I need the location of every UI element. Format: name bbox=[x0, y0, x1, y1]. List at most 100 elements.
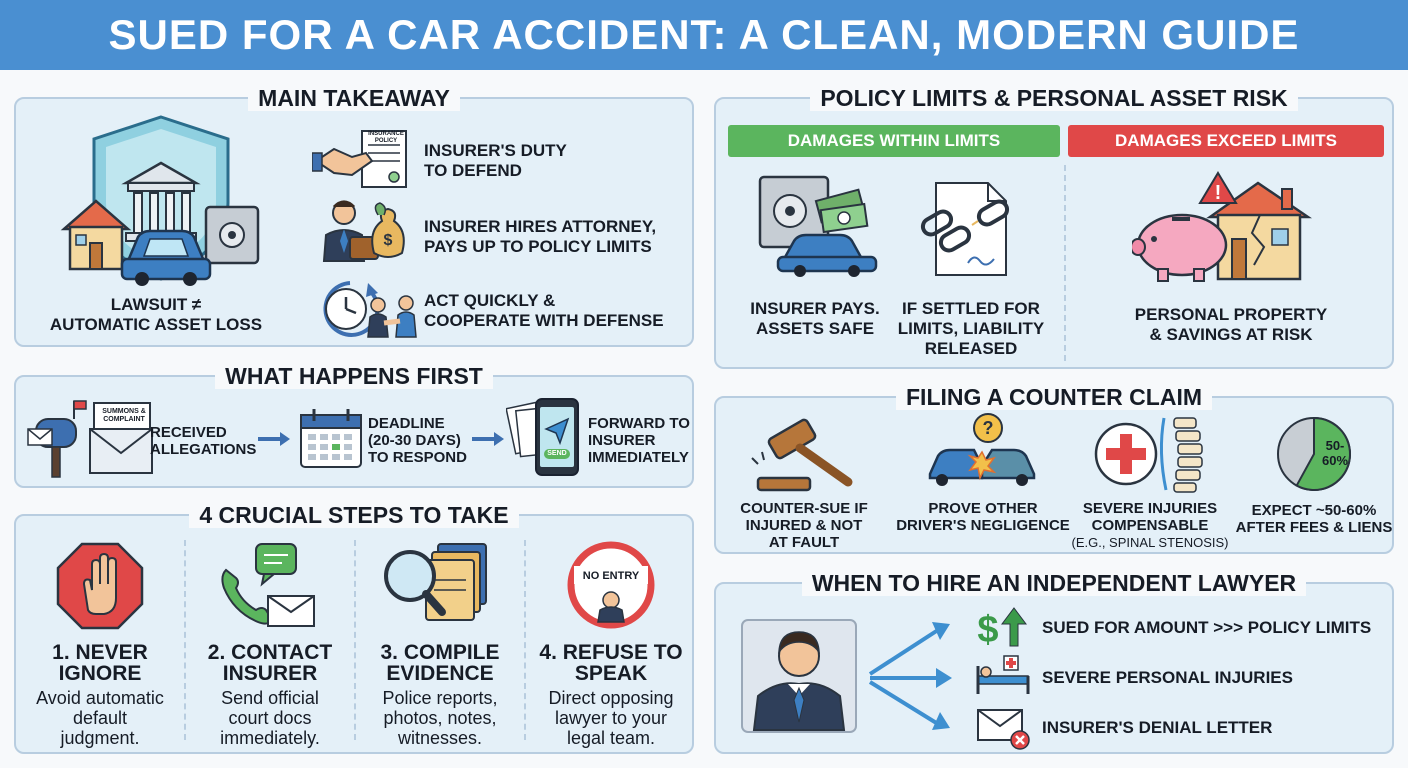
settled-caption: IF SETTLED FOR LIMITS, LIABILITY RELEASE… bbox=[896, 299, 1046, 359]
phone-send-icon bbox=[506, 398, 579, 476]
takeaway-point-3-line1: ACT QUICKLY & bbox=[424, 291, 556, 310]
step-received: RECEIVED ALLEGATIONS bbox=[150, 424, 256, 458]
broken-chain-document-icon bbox=[920, 182, 1010, 276]
expect-line2: AFTER FEES & LIENS bbox=[1235, 519, 1393, 536]
what-happens-first-title: WHAT HAPPENS FIRST bbox=[215, 363, 493, 389]
counter-sue-line2: INJURED & NOT bbox=[745, 517, 863, 534]
shield-assets-icon bbox=[60, 115, 260, 286]
independent-lawyer-title-wrap: WHEN TO HIRE AN INDEPENDENT LAWYER bbox=[716, 570, 1392, 597]
main-takeaway-title-wrap: MAIN TAKEAWAY bbox=[16, 85, 692, 112]
takeaway-point-3: ACT QUICKLY & COOPERATE WITH DEFENSE bbox=[424, 291, 664, 331]
svg-text:$: $ bbox=[977, 609, 998, 650]
step-divider bbox=[184, 540, 186, 740]
handshake-policy-icon bbox=[312, 130, 407, 188]
lawyer-reason-3: INSURER'S DENIAL LETTER bbox=[1042, 718, 1273, 737]
car-crash-icon: ? bbox=[928, 413, 1036, 486]
damages-exceed-limits-header: DAMAGES EXCEED LIMITS bbox=[1068, 125, 1384, 157]
arrows-fan-icon bbox=[868, 622, 952, 730]
step-divider bbox=[354, 540, 356, 740]
policy-limits-title-wrap: POLICY LIMITS & PERSONAL ASSET RISK bbox=[716, 85, 1392, 112]
insurer-pays-line2: ASSETS SAFE bbox=[755, 319, 875, 338]
step-2-desc: Send official court docs immediately. bbox=[186, 688, 354, 748]
arrow-right-icon bbox=[472, 432, 504, 446]
severe-injuries-line2: COMPENSABLE bbox=[1091, 517, 1209, 534]
personal-property-line1: PERSONAL PROPERTY bbox=[1134, 305, 1328, 324]
insurer-pays-caption: INSURER PAYS. ASSETS SAFE bbox=[730, 299, 900, 339]
severe-injuries-line3: (E.G., SPINAL STENOSIS) bbox=[1071, 535, 1229, 550]
medical-spine-icon bbox=[1094, 417, 1203, 493]
step-received-line1: RECEIVED bbox=[150, 424, 227, 441]
prove-negligence-line2: DRIVER'S NEGLIGENCE bbox=[896, 517, 1070, 534]
takeaway-point-2: INSURER HIRES ATTORNEY, PAYS UP TO POLIC… bbox=[424, 217, 656, 257]
pie-label-line2: 60% bbox=[1321, 453, 1349, 468]
summons-label-line2: COMPLAINT bbox=[103, 416, 145, 423]
counter-claim-title-wrap: FILING A COUNTER CLAIM bbox=[716, 384, 1392, 411]
step-1-title-line2: IGNORE bbox=[58, 662, 142, 685]
svg-text:$: $ bbox=[384, 232, 393, 249]
counter-claim-panel: FILING A COUNTER CLAIM COUNTER-SUE IF IN… bbox=[714, 384, 1394, 554]
attorney-money-icon: $ bbox=[322, 200, 405, 262]
step-2-desc-line1: Send official bbox=[221, 688, 319, 708]
settled-line3: RELEASED bbox=[924, 339, 1018, 358]
insurer-pays-line1: INSURER PAYS. bbox=[750, 299, 880, 318]
step-1-desc: Avoid automatic default judgment. bbox=[16, 688, 184, 748]
step-3-desc-line1: Police reports, bbox=[382, 688, 498, 708]
lawyer-avatar-icon bbox=[741, 619, 857, 733]
step-1-desc-line1: Avoid automatic bbox=[36, 688, 164, 708]
takeaway-point-1: INSURER'S DUTY TO DEFEND bbox=[424, 141, 567, 181]
takeaway-caption-line2: AUTOMATIC ASSET LOSS bbox=[49, 315, 263, 334]
no-entry-icon bbox=[567, 541, 655, 629]
policy-limits-panel: POLICY LIMITS & PERSONAL ASSET RISK DAMA… bbox=[714, 85, 1394, 369]
gavel-icon bbox=[751, 418, 853, 492]
counter-claim-title: FILING A COUNTER CLAIM bbox=[896, 384, 1212, 410]
independent-lawyer-title: WHEN TO HIRE AN INDEPENDENT LAWYER bbox=[801, 570, 1307, 596]
mailbox-summons-icon bbox=[27, 400, 153, 478]
personal-property-caption: PERSONAL PROPERTY & SAVINGS AT RISK bbox=[1096, 305, 1366, 345]
prove-negligence-caption: PROVE OTHER DRIVER'S NEGLIGENCE bbox=[884, 500, 1082, 534]
hospital-bed-icon bbox=[976, 655, 1030, 694]
policy-limits-title: POLICY LIMITS & PERSONAL ASSET RISK bbox=[810, 85, 1298, 111]
step-2-title-line1: 2. CONTACT bbox=[207, 641, 333, 664]
independent-lawyer-panel: WHEN TO HIRE AN INDEPENDENT LAWYER $ SUE… bbox=[714, 570, 1394, 754]
step-3-title: 3. COMPILE EVIDENCE bbox=[356, 642, 524, 684]
step-forward-line3: IMMEDIATELY bbox=[588, 449, 689, 466]
step-3-desc-line3: witnesses. bbox=[397, 728, 483, 748]
takeaway-point-2-line2: PAYS UP TO POLICY LIMITS bbox=[424, 237, 652, 256]
step-3-title-line1: 3. COMPILE bbox=[380, 641, 500, 664]
clock-cooperate-icon bbox=[323, 281, 417, 338]
settled-line1: IF SETTLED FOR bbox=[902, 299, 1040, 318]
main-takeaway-title: MAIN TAKEAWAY bbox=[248, 85, 460, 111]
pie-label: 50- 60% bbox=[1320, 438, 1350, 468]
expect-line1: EXPECT ~50-60% bbox=[1251, 502, 1377, 519]
step-3-title-line2: EVIDENCE bbox=[386, 662, 494, 685]
step-2-desc-line3: immediately. bbox=[220, 728, 320, 748]
step-4-title: 4. REFUSE TO SPEAK bbox=[526, 642, 696, 684]
takeaway-caption: LAWSUIT ≠ AUTOMATIC ASSET LOSS bbox=[36, 295, 276, 335]
step-4-title-line1: 4. REFUSE TO bbox=[539, 641, 683, 664]
takeaway-point-2-line1: INSURER HIRES ATTORNEY, bbox=[424, 217, 657, 236]
lawyer-reason-2: SEVERE PERSONAL INJURIES bbox=[1042, 668, 1293, 687]
step-deadline-line2: (20-30 DAYS) bbox=[368, 432, 461, 449]
crucial-steps-title-wrap: 4 CRUCIAL STEPS TO TAKE bbox=[16, 502, 692, 529]
step-3-desc: Police reports, photos, notes, witnesses… bbox=[356, 688, 524, 748]
calendar-icon bbox=[300, 409, 362, 468]
header-banner: SUED FOR A CAR ACCIDENT: A CLEAN, MODERN… bbox=[0, 0, 1408, 70]
page-title: SUED FOR A CAR ACCIDENT: A CLEAN, MODERN… bbox=[108, 11, 1300, 58]
denial-letter-icon bbox=[977, 709, 1030, 750]
stop-hand-icon bbox=[56, 542, 144, 630]
step-4-title-line2: SPEAK bbox=[574, 662, 648, 685]
crucial-steps-title: 4 CRUCIAL STEPS TO TAKE bbox=[189, 502, 519, 528]
policy-divider bbox=[1064, 165, 1066, 361]
takeaway-point-3-line2: COOPERATE WITH DEFENSE bbox=[424, 311, 664, 330]
step-1-title-line1: 1. NEVER bbox=[52, 641, 148, 664]
percentage-pie-icon bbox=[1277, 416, 1351, 491]
prove-negligence-line1: PROVE OTHER bbox=[928, 500, 1038, 517]
summons-label: SUMMONS & COMPLAINT bbox=[98, 408, 150, 424]
personal-property-line2: & SAVINGS AT RISK bbox=[1149, 325, 1313, 344]
step-divider bbox=[524, 540, 526, 740]
counter-sue-caption: COUNTER-SUE IF INJURED & NOT AT FAULT bbox=[730, 500, 878, 551]
step-4-desc-line1: Direct opposing bbox=[548, 688, 674, 708]
step-deadline-line3: TO RESPOND bbox=[368, 449, 467, 466]
step-2-desc-line2: court docs bbox=[228, 708, 312, 728]
step-1-desc-line3: judgment. bbox=[60, 728, 140, 748]
